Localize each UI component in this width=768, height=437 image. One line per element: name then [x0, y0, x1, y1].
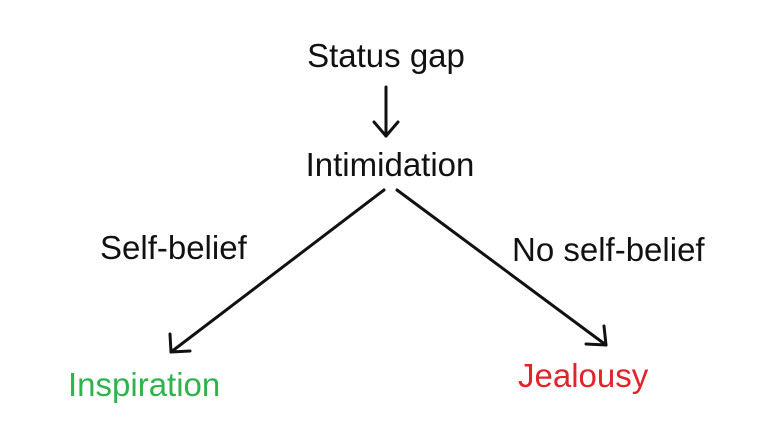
arrowhead-status-to-intimidation	[372, 120, 400, 138]
inspiration-node: Inspiration	[68, 366, 221, 403]
arrowhead-intimidation-to-inspiration	[168, 332, 192, 354]
intimidation-node: Intimidation	[305, 146, 475, 183]
self-belief-label: Self-belief	[100, 229, 247, 266]
status-gap-node: Status gap	[307, 37, 465, 74]
arrow-intimidation-to-jealousy	[395, 188, 608, 347]
jealousy-node: Jealousy	[518, 357, 649, 394]
no-self-belief-label: No self-belief	[512, 231, 705, 268]
arrowhead-intimidation-to-jealousy	[584, 324, 608, 347]
arrow-intimidation-to-inspiration	[169, 188, 386, 354]
